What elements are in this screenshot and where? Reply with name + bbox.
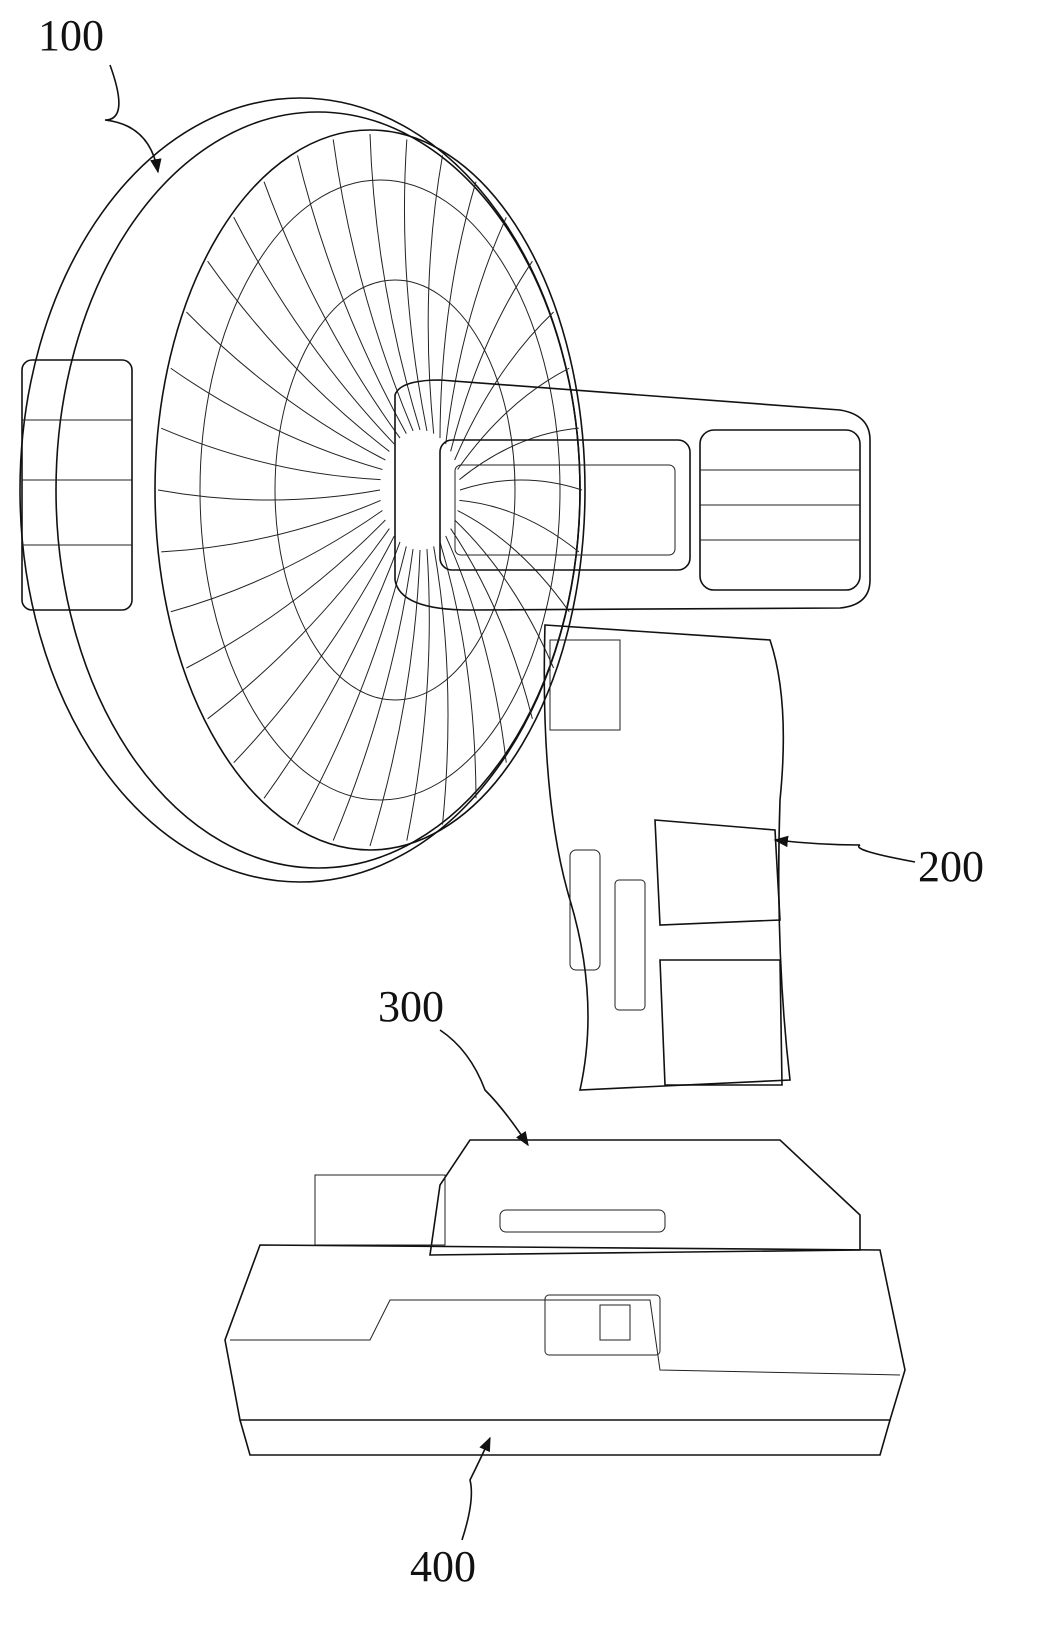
base-housing [430, 1140, 860, 1255]
fan-spoke [264, 542, 400, 798]
fan-spoke [234, 536, 395, 763]
leader-300 [440, 1030, 528, 1145]
trigger [570, 850, 600, 970]
fan-spoke [161, 500, 380, 551]
base-vent [315, 1175, 445, 1245]
fan-spoke [161, 428, 380, 479]
leader-200 [775, 840, 915, 862]
battery-gauge [545, 1295, 660, 1355]
fan-spoke [428, 155, 442, 433]
base-indicator [500, 1210, 665, 1232]
battery-housing [225, 1245, 905, 1420]
motor-cap [700, 430, 860, 590]
side-panel [615, 880, 645, 1010]
fan-spoke [264, 182, 400, 438]
fan-spoke [440, 182, 476, 438]
handle [544, 625, 790, 1090]
fan-spoke [208, 529, 390, 719]
motor-head [395, 380, 870, 610]
reference-numeral-400: 400 [410, 1545, 476, 1589]
battery-styling-line [230, 1300, 900, 1375]
grip-pad-lower [660, 960, 782, 1085]
head-panel [440, 440, 690, 570]
fan-spoke [451, 261, 533, 451]
fan-spoke [208, 261, 390, 451]
fan-spoke [158, 490, 380, 500]
fan-spoke [451, 529, 533, 719]
battery-pack [225, 1245, 905, 1455]
reference-numeral-100: 100 [38, 14, 104, 58]
reference-numeral-200: 200 [918, 845, 984, 889]
leader-400 [462, 1438, 490, 1540]
fan-clip [22, 360, 132, 610]
fan-spoke [234, 217, 395, 444]
fan-outer-rim [20, 98, 580, 882]
base [315, 1140, 860, 1255]
fan-assembly [20, 98, 585, 882]
battery-bottom [240, 1420, 890, 1455]
fan-spoke [434, 546, 448, 824]
head-housing [395, 380, 870, 610]
fan-spoke [459, 428, 578, 479]
fan-spoke [455, 520, 554, 668]
fan-spoke [440, 542, 476, 798]
fan-spoke [460, 480, 582, 490]
leader-100 [105, 65, 158, 172]
reference-numeral-300: 300 [378, 985, 444, 1029]
grip-pad-upper [655, 820, 780, 925]
fan-spokes [158, 134, 582, 846]
fan-spoke [446, 217, 507, 444]
fan-spoke [186, 312, 385, 460]
fan-rim-inner-edge [56, 112, 580, 868]
battery-icon [600, 1305, 630, 1340]
vent-grille [550, 640, 620, 730]
handle-housing [544, 625, 790, 1090]
